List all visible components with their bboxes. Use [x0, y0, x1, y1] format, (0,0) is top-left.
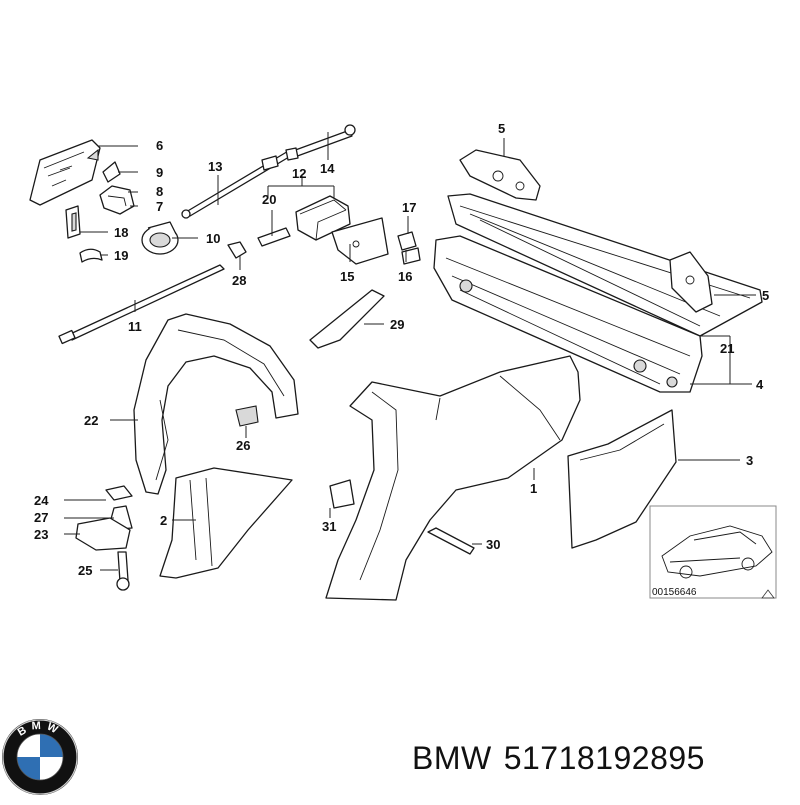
inner-panel	[159, 467, 293, 579]
seal-strip	[309, 289, 385, 349]
callout-21: 21	[720, 341, 734, 356]
callout-14: 14	[320, 161, 335, 176]
callout-11: 11	[128, 319, 142, 334]
callout-10: 10	[206, 231, 220, 246]
rear-carrier	[433, 149, 763, 393]
callout-18: 18	[114, 225, 128, 240]
callout-4: 4	[756, 377, 764, 392]
small-brackets	[75, 485, 133, 591]
callout-5-top: 5	[498, 121, 505, 136]
callout-24: 24	[34, 493, 49, 508]
side-panel	[325, 355, 581, 601]
callout-17: 17	[402, 200, 416, 215]
fuel-flap	[29, 139, 101, 206]
leader-lines	[64, 132, 756, 571]
callout-15: 15	[340, 269, 354, 284]
callout-8: 8	[156, 184, 163, 199]
callout-30: 30	[486, 537, 500, 552]
callout-31: 31	[322, 519, 336, 534]
callout-6: 6	[156, 138, 163, 153]
callout-23: 23	[34, 527, 48, 542]
filler-neck-seal	[141, 221, 179, 255]
callout-27: 27	[34, 510, 48, 525]
callout-13: 13	[208, 159, 222, 174]
quarter-piece	[567, 409, 677, 549]
cable-release	[58, 124, 356, 345]
callout-9: 9	[156, 165, 163, 180]
brand-name: BMW	[412, 740, 492, 776]
callout-19: 19	[114, 248, 128, 263]
callout-2: 2	[160, 513, 167, 528]
brand-part-number: BMW 51718192895	[412, 740, 717, 777]
bmw-logo: BMW	[2, 719, 78, 795]
callout-29: 29	[390, 317, 404, 332]
inset-car-thumbnail: 00156646	[649, 505, 777, 599]
callout-22: 22	[84, 413, 98, 428]
callout-26: 26	[236, 438, 250, 453]
callout-5-right: 5	[762, 288, 769, 303]
callout-25: 25	[78, 563, 92, 578]
inset-reference-code: 00156646	[652, 587, 697, 598]
small-plates	[329, 479, 475, 555]
callout-28: 28	[232, 273, 246, 288]
callout-16: 16	[398, 269, 412, 284]
wheel-arch-liner	[133, 313, 299, 495]
clip-parts	[65, 161, 135, 263]
callout-20: 20	[262, 192, 276, 207]
callout-numbers: 1 2 3 4 5 5 6 7 8 9 10 11 12 13 14 15 16…	[34, 121, 769, 578]
part-number: 51718192895	[503, 740, 705, 776]
callout-3: 3	[746, 453, 753, 468]
actuator	[257, 195, 421, 265]
callout-12: 12	[292, 166, 306, 181]
callout-7: 7	[156, 199, 163, 214]
callout-1: 1	[530, 481, 537, 496]
